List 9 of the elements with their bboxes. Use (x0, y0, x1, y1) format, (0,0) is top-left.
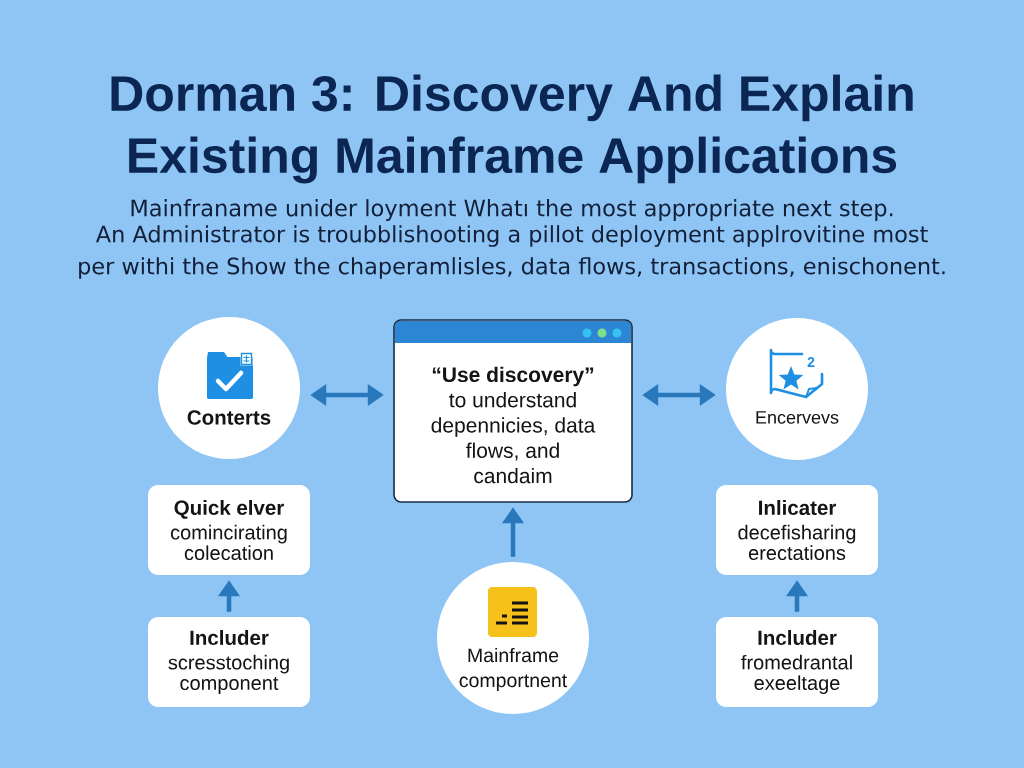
info-card: Quick elver comincirating colecation (148, 485, 310, 575)
window-box: “Use discovery” to understand depennicies, data flows, and candaim (393, 319, 633, 503)
description-text: An Administrator is troubblishooting a pillot deployment applrovitine most per withi the Show the chaperamlisles, data flows, transactions, enischonent. (79, 225, 945, 279)
info-card: Includer fromedrantal exeeltage (716, 617, 878, 707)
info-card: Inlicater decefisharing erectations (716, 485, 878, 575)
info-card: Includer scresstoching component (148, 617, 310, 707)
badge-number: 2 (807, 357, 815, 367)
title: Dorman 3: Discovery And Explain Existing Mainframe Applications (111, 74, 913, 184)
subtitle: Mainfraname unider loyment Whatı the most appropriate next step. (131, 199, 893, 221)
